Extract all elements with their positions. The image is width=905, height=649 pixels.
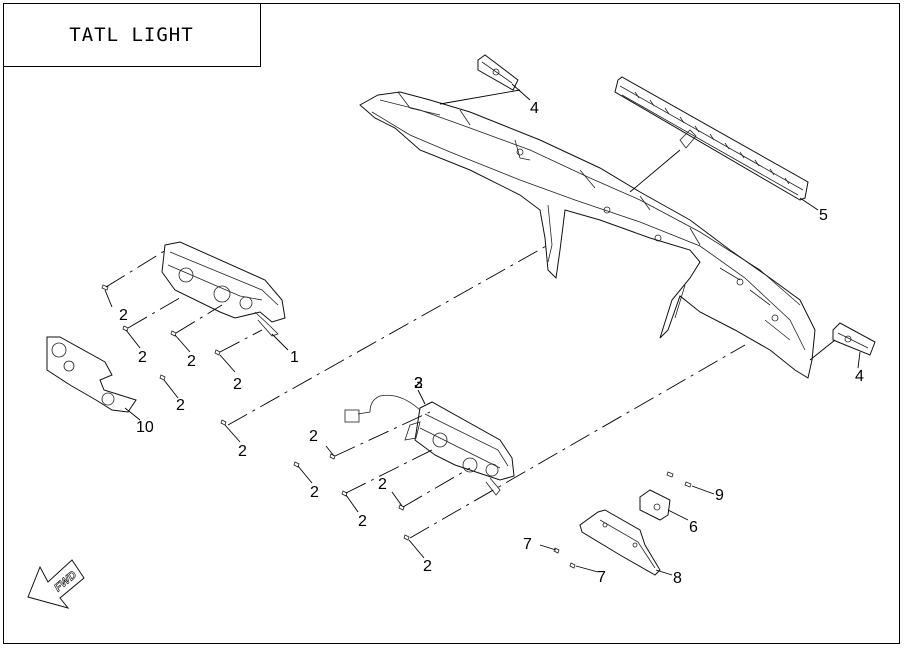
- tail-light-right-part: [344, 394, 515, 496]
- callout-8: 8: [673, 570, 682, 587]
- title-block: TATL LIGHT: [3, 3, 261, 67]
- tail-light-left-part: [161, 241, 286, 337]
- callout-2: 2: [358, 513, 367, 530]
- leader-lines: [104, 83, 861, 576]
- brake-light-strip-part: [614, 76, 809, 201]
- callout-2: 2: [119, 307, 128, 324]
- page-title: TATL LIGHT: [69, 23, 194, 46]
- callout-4: 4: [530, 100, 539, 117]
- callout-2: 2: [138, 349, 147, 366]
- callout-6: 6: [689, 519, 698, 536]
- callout-2: 2: [310, 484, 319, 501]
- callout-9: 9: [715, 487, 724, 504]
- bracket-part: [579, 509, 661, 576]
- callout-2: 2: [309, 428, 318, 445]
- assembly-lines: [105, 89, 836, 539]
- reflector-top-part: [477, 54, 519, 91]
- callout-1: 1: [290, 349, 299, 366]
- reflector-right-part: [832, 322, 876, 356]
- callout-2: 2: [414, 375, 423, 392]
- callout-10: 10: [136, 419, 154, 436]
- callout-2: 2: [238, 443, 247, 460]
- callout-7: 7: [597, 569, 606, 586]
- callout-4: 4: [855, 368, 864, 385]
- callout-2: 2: [423, 558, 432, 575]
- callout-2: 2: [187, 353, 196, 370]
- callout-2: 2: [176, 397, 185, 414]
- fwd-label: FWD: [52, 569, 79, 594]
- callout-3: 3: [414, 375, 423, 392]
- clip-nut-part: [639, 489, 671, 521]
- callout-2: 2: [378, 476, 387, 493]
- callout-2: 2: [233, 376, 242, 393]
- callouts: 1 2 2 2 2 2 2 2 2 2 2 2 2 3 4 4 5 6 7 7 …: [119, 100, 864, 587]
- fwd-arrow-icon: FWD: [27, 559, 85, 609]
- callout-5: 5: [819, 207, 828, 224]
- drawing-frame: [3, 3, 900, 644]
- screws: [101, 284, 692, 569]
- gasket-plate-part: [46, 336, 137, 413]
- callout-7: 7: [523, 536, 532, 553]
- rear-frame-part: [359, 91, 816, 379]
